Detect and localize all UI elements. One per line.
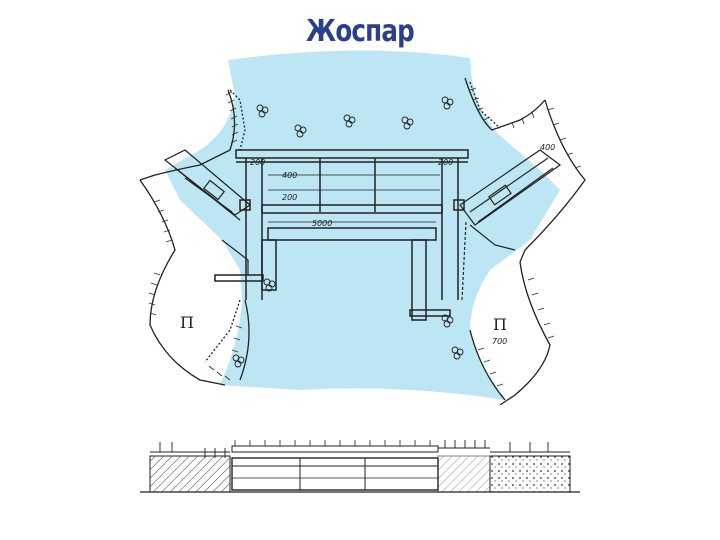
left-bank-hatch xyxy=(148,91,243,381)
lock-chamber xyxy=(214,149,469,321)
water-area xyxy=(165,50,560,401)
right-bank-hatch xyxy=(469,87,582,387)
dim-right-1: 400 xyxy=(540,143,555,152)
shrub-symbols xyxy=(232,96,464,368)
right-bank xyxy=(464,77,586,406)
right-dimension: 700 xyxy=(492,337,507,346)
left-gate xyxy=(163,149,251,275)
elevation-view xyxy=(140,440,580,493)
right-gate xyxy=(459,149,562,301)
dim-left-1: 400 xyxy=(282,171,297,180)
span-dimension: 5000 xyxy=(312,219,332,228)
dim-right-0: 200 xyxy=(438,158,453,167)
section-label-left: П xyxy=(180,313,194,332)
left-bank xyxy=(139,89,250,386)
page-title: Жоспар xyxy=(306,14,415,49)
right-small-dims: 200 400 xyxy=(438,143,555,167)
section-label-right: П xyxy=(493,315,507,334)
dim-left-2: 200 xyxy=(282,193,297,202)
left-small-dims: 200 400 200 xyxy=(250,158,297,202)
dim-left-0: 200 xyxy=(250,158,265,167)
